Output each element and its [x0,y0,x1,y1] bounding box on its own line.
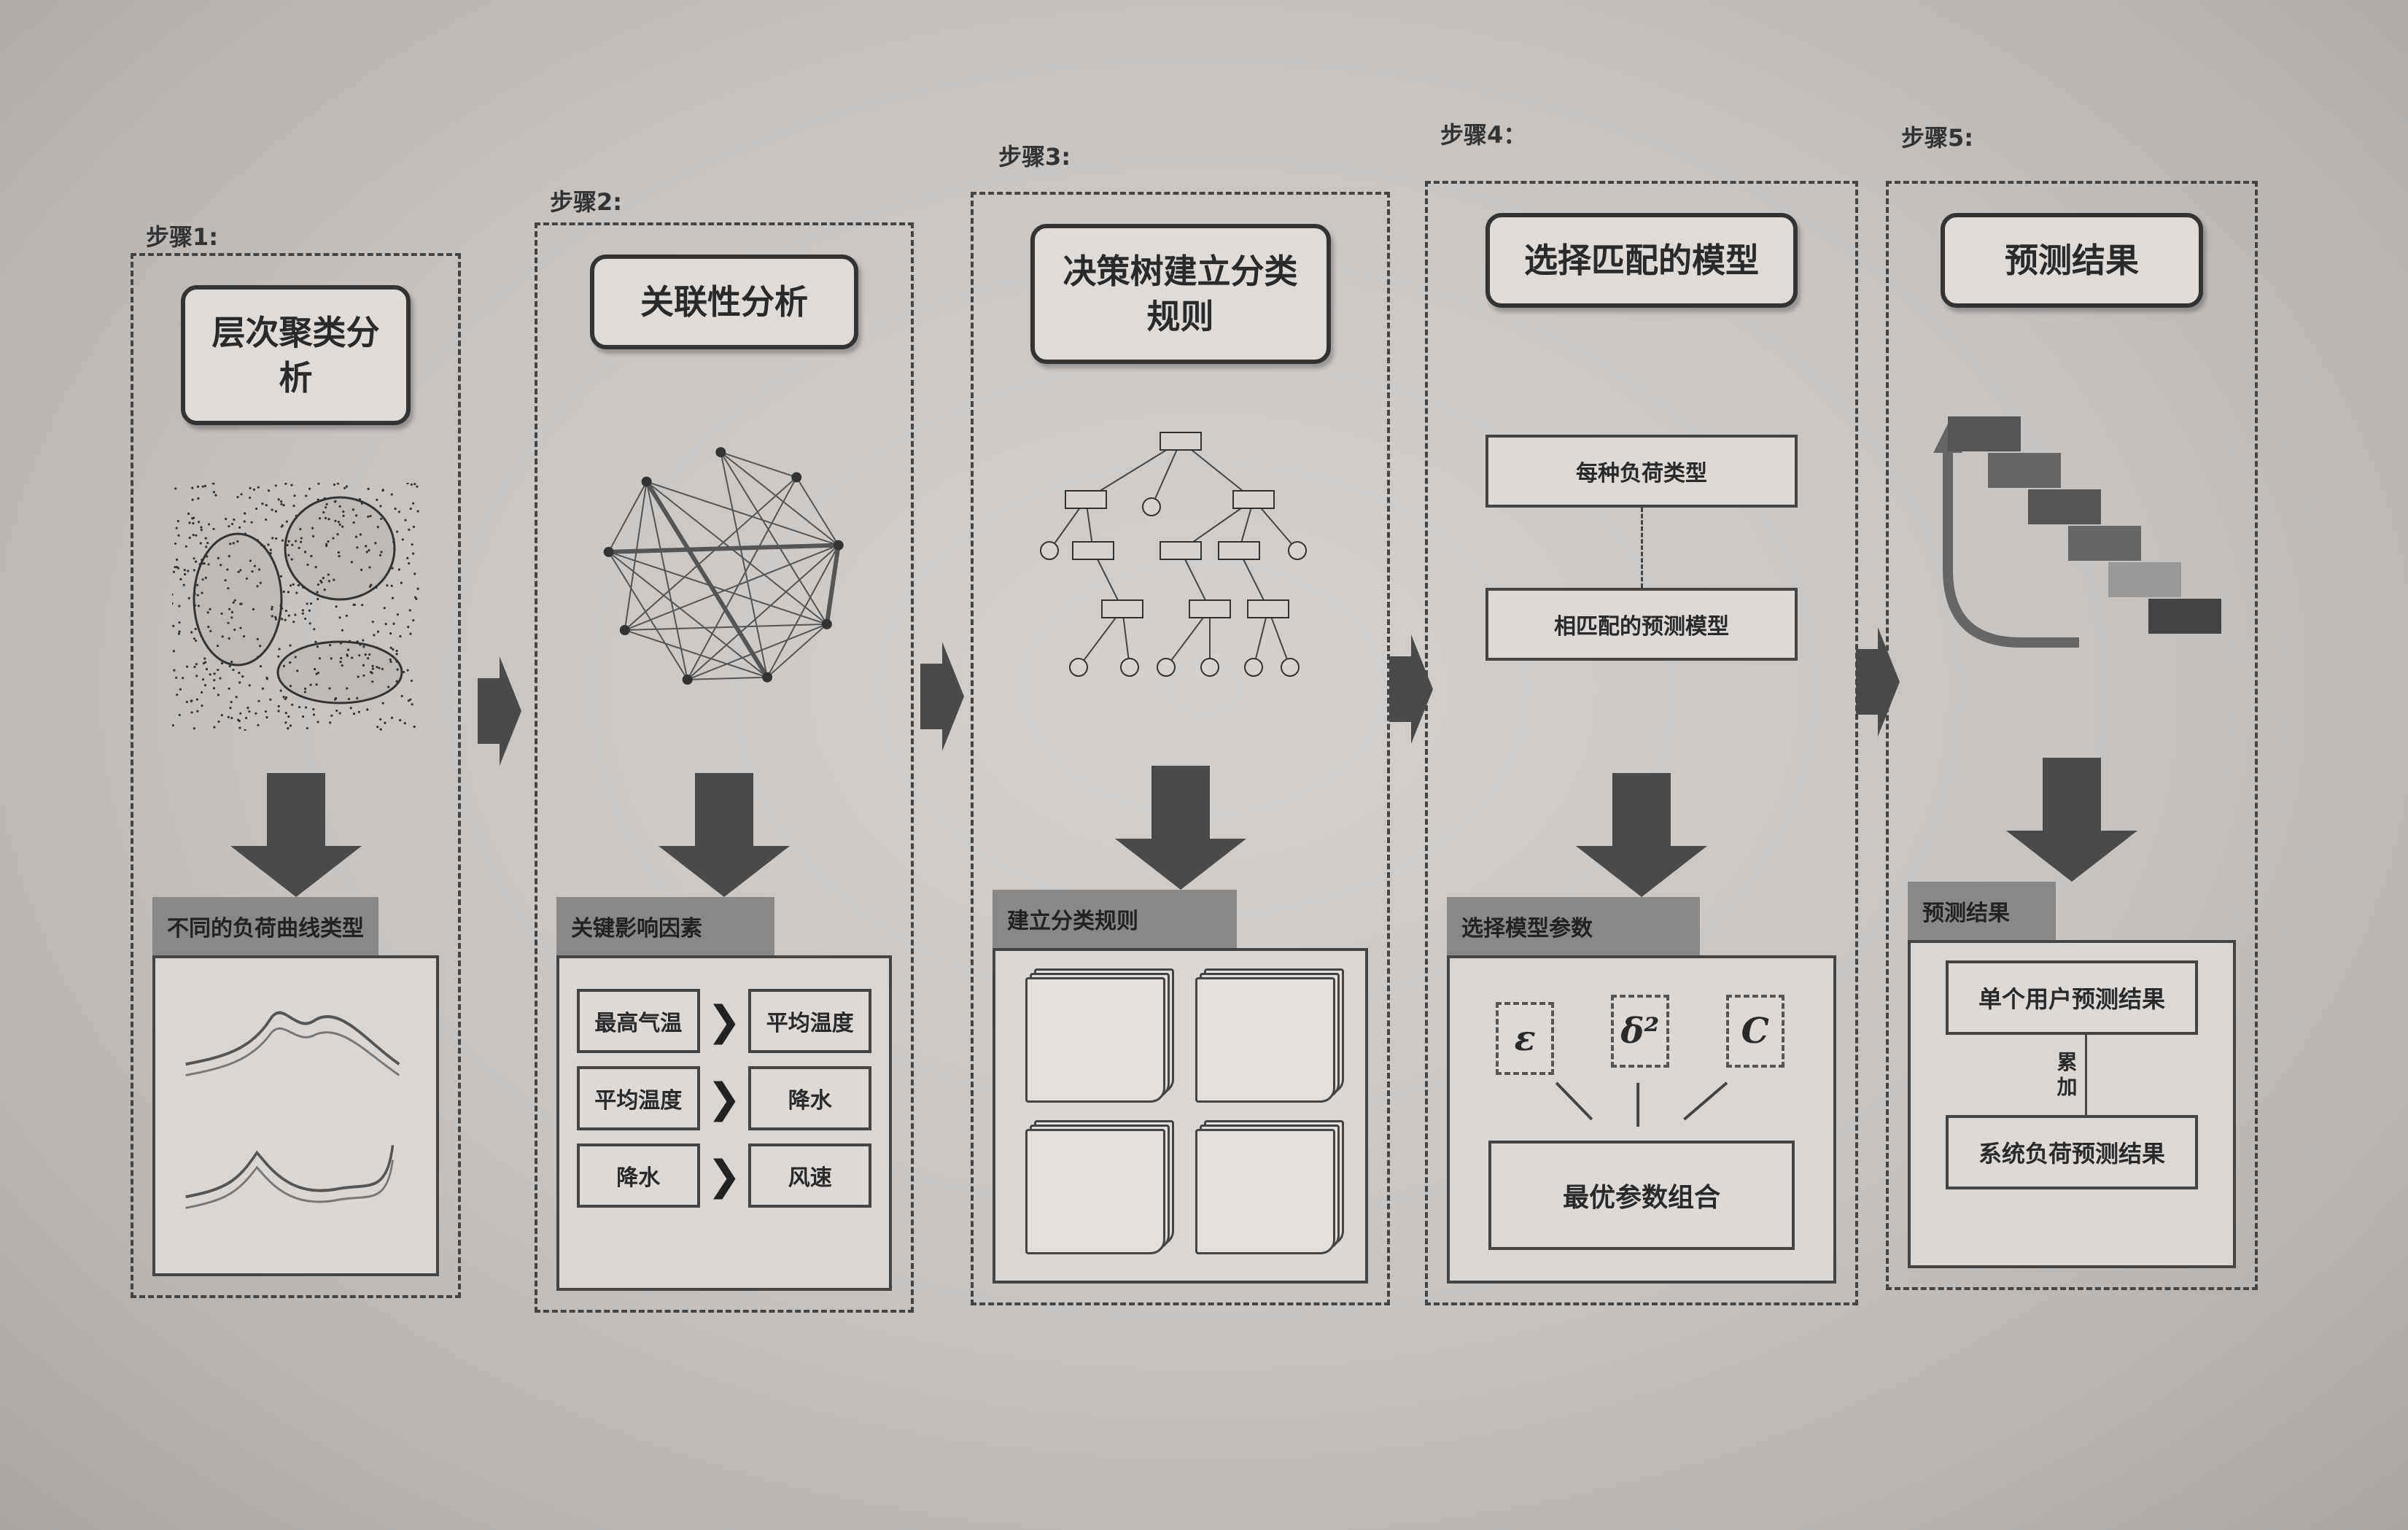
step-1-tag: 不同的负荷曲线类型 [152,897,378,955]
step-4-label: 步骤4： [1440,121,1527,149]
down-arrow-icon [1114,766,1246,890]
factor-pair: 最高气温❯平均温度 [577,989,872,1053]
step-1-title: 层次聚类分析 [181,285,411,426]
waterfall-process-diagram [1908,330,2236,750]
chevron-right-icon: ❯ [707,1152,742,1200]
decision-tree-diagram [993,386,1368,758]
rule-document-icon [1025,968,1175,1103]
param-c: C [1725,995,1784,1068]
step-arrow-icon [1856,627,1900,737]
rule-document-icon [1195,968,1345,1103]
step-1-panel: 层次聚类分析 不同的负荷曲线类型 [131,253,461,1298]
down-arrow-icon [659,773,790,897]
step-arrow-icon [478,656,521,766]
step-arrow-icon [1389,634,1433,744]
step-4-title: 选择匹配的模型 [1485,213,1798,308]
down-arrow-icon [230,773,362,897]
single-user-result-box: 单个用户预测结果 [1945,960,2199,1035]
step-3-label: 步骤3: [998,143,1071,171]
chevron-right-icon: ❯ [707,1074,742,1122]
key-factors-box: 最高气温❯平均温度 平均温度❯降水 降水❯风速 [556,955,892,1291]
model-matching-diagram: 每种负荷类型 相匹配的预测模型 [1447,330,1836,766]
factor: 降水 [577,1143,700,1208]
step-5-tag: 预测结果 [1908,882,2056,940]
factor: 降水 [748,1066,872,1130]
accumulate-label: 累加 [2056,1050,2078,1099]
step-arrow-icon [920,642,964,751]
step-5-label: 步骤5: [1901,124,1974,152]
prediction-results-box: 单个用户预测结果 累加 系统负荷预测结果 [1908,940,2236,1268]
step-1-label: 步骤1: [146,223,219,251]
optimal-params-box: 最优参数组合 [1488,1141,1795,1250]
factor: 最高气温 [577,989,700,1053]
step-2-tag: 关键影响因素 [556,897,774,955]
dashed-connector [1640,508,1643,589]
step-3-title: 决策树建立分类规则 [1030,224,1331,365]
param-epsilon: ε [1496,1002,1555,1075]
accumulate-connector: 累加 [2057,1035,2087,1115]
step-2-panel: 关联性分析 关键影响因素 最高气温❯平均温度 平均温度❯降水 降水❯风速 [535,222,914,1313]
load-curves-chart [152,955,439,1276]
step-4-panel: 选择匹配的模型 每种负荷类型 相匹配的预测模型 选择模型参数 ε δ² C 最优… [1425,181,1858,1305]
factor: 平均温度 [577,1066,700,1130]
model-parameters-box: ε δ² C 最优参数组合 [1447,955,1836,1284]
step-4-tag: 选择模型参数 [1447,897,1701,955]
param-arrows [1555,1082,1728,1127]
factor: 风速 [748,1143,872,1208]
down-arrow-icon [1576,773,1707,897]
load-type-box: 每种负荷类型 [1485,435,1798,508]
chevron-right-icon: ❯ [707,997,742,1045]
factor: 平均温度 [748,989,872,1053]
step-5-panel: 预测结果 预测结果 单个用户预测结果 累加 系统负荷预测结果 [1886,181,2258,1290]
accumulate-arrow [2084,1035,2087,1115]
matched-model-box: 相匹配的预测模型 [1485,588,1798,661]
step-2-title: 关联性分析 [590,255,858,350]
step-5-title: 预测结果 [1941,213,2203,308]
step-3-panel: 决策树建立分类规则 建立分类规则 [971,192,1390,1305]
step-3-tag: 建立分类规则 [993,890,1237,948]
classification-rules-box [993,948,1368,1284]
cluster-scatter-diagram [152,447,439,766]
factor-pair: 平均温度❯降水 [577,1066,872,1130]
factor-pair: 降水❯风速 [577,1143,872,1208]
rule-document-icon [1025,1120,1175,1254]
correlation-network-diagram [556,371,892,766]
down-arrow-icon [2006,758,2137,882]
system-load-result-box: 系统负荷预测结果 [1945,1115,2199,1189]
step-2-label: 步骤2: [550,188,623,216]
rule-document-icon [1195,1120,1345,1254]
param-delta-squared: δ² [1610,995,1669,1068]
